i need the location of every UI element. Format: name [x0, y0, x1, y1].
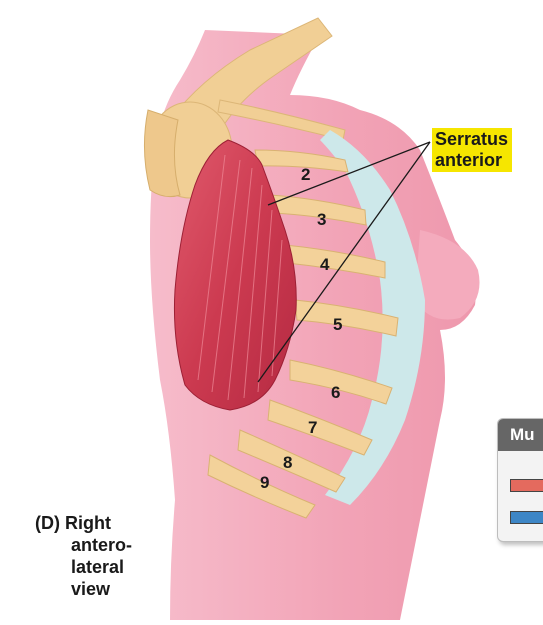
rib-number-5: 5 — [333, 315, 342, 334]
legend-swatch-blue — [510, 511, 543, 524]
breast — [415, 230, 480, 320]
rib-6 — [289, 359, 393, 405]
caption-line-1: (D) Right — [35, 513, 111, 533]
serratus-anterior-muscle — [173, 139, 297, 411]
rib-number-9: 9 — [260, 473, 269, 492]
rib-number-8: 8 — [283, 453, 292, 472]
rib-7 — [267, 399, 373, 456]
costal-cartilage — [320, 130, 425, 505]
caption-line-2: antero- — [71, 535, 133, 555]
legend-title: Mu — [498, 419, 543, 451]
rib-number-6: 6 — [331, 383, 340, 402]
rib-number-2: 2 — [301, 165, 310, 184]
label-line-2: anterior — [435, 150, 503, 170]
leader-line-upper — [267, 141, 431, 206]
muscle-fibers — [197, 154, 283, 401]
rib-2 — [254, 149, 349, 173]
view-caption: (D) Right antero- lateral view — [35, 512, 132, 600]
rib-8 — [237, 429, 346, 493]
rib-number-4: 4 — [320, 255, 330, 274]
rib-4 — [284, 244, 386, 279]
legend-panel: Mu — [497, 418, 543, 542]
leader-line-lower — [257, 141, 431, 383]
label-line-1: Serratus — [435, 129, 509, 149]
leader-lines — [257, 141, 431, 383]
rib-9 — [207, 454, 316, 519]
rib-5 — [294, 299, 399, 337]
rib-3 — [269, 194, 367, 226]
ribs — [207, 149, 399, 519]
scapula — [143, 109, 181, 198]
rib-number-3: 3 — [317, 210, 326, 229]
caption-line-4: view — [71, 579, 111, 599]
rib-number-7: 7 — [308, 418, 317, 437]
serratus-anterior-label: Serratus anterior — [432, 128, 513, 172]
legend-swatch-red — [510, 479, 543, 492]
caption-line-3: lateral — [71, 557, 125, 577]
